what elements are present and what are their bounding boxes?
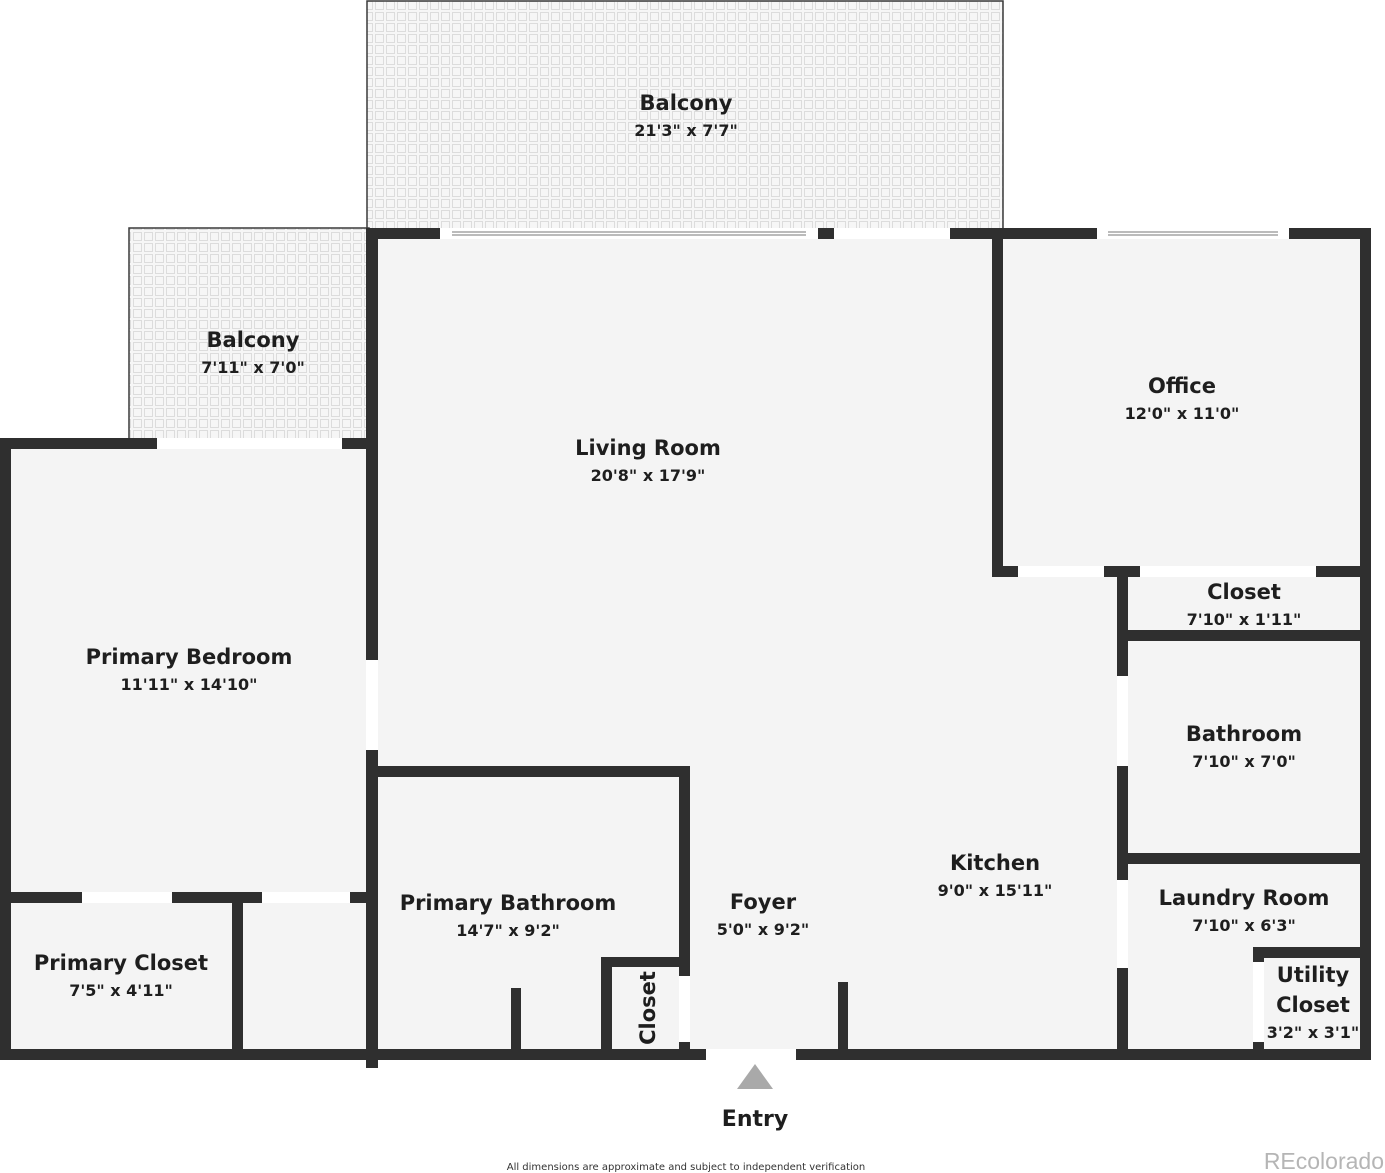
balcony-top-dims: 21'3" x 7'7" (634, 121, 738, 140)
primary-bedroom-name: Primary Bedroom (86, 645, 293, 669)
balcony-left-dims: 7'11" x 7'0" (201, 358, 305, 377)
bathroom-name: Bathroom (1186, 722, 1302, 746)
entry-arrow-icon (737, 1064, 773, 1089)
kitchen-name: Kitchen (950, 851, 1040, 875)
disclaimer-text: All dimensions are approximate and subje… (507, 1162, 866, 1173)
foyer-dims: 5'0" x 9'2" (717, 920, 809, 939)
laundry-room-dims: 7'10" x 6'3" (1192, 916, 1296, 935)
office-dims: 12'0" x 11'0" (1125, 404, 1240, 423)
primary-bathroom-name: Primary Bathroom (400, 891, 617, 915)
walls (0, 228, 1371, 1068)
living-room-dims: 20'8" x 17'9" (591, 466, 706, 485)
balcony-left-area (128, 227, 370, 441)
closet-small-name: Closet (636, 971, 660, 1045)
closet-office-dims: 7'10" x 1'11" (1187, 610, 1302, 629)
foyer-name: Foyer (730, 890, 797, 914)
bathroom-dims: 7'10" x 7'0" (1192, 752, 1296, 771)
utility-closet-name-line1: Utility (1277, 963, 1350, 987)
utility-closet-dims: 3'2" x 3'1" (1267, 1023, 1359, 1042)
kitchen-dims: 9'0" x 15'11" (938, 881, 1053, 900)
utility-closet-name-line2: Closet (1276, 993, 1350, 1017)
office-name: Office (1148, 374, 1216, 398)
balcony-top-area (366, 0, 1004, 230)
living-room-name: Living Room (575, 436, 721, 460)
balcony-left-name: Balcony (207, 328, 300, 352)
balcony-top-name: Balcony (640, 91, 733, 115)
primary-bathroom-dims: 14'7" x 9'2" (456, 921, 560, 940)
interior-floor (0, 228, 1371, 1060)
primary-closet-dims: 7'5" x 4'11" (69, 981, 173, 1000)
openings (82, 228, 1316, 1060)
primary-closet-name: Primary Closet (34, 951, 208, 975)
brand-watermark: REcolorado (1264, 1148, 1384, 1173)
laundry-room-name: Laundry Room (1159, 886, 1330, 910)
entry-label: Entry (722, 1107, 788, 1132)
closet-office-name: Closet (1207, 580, 1281, 604)
primary-bedroom-dims: 11'11" x 14'10" (121, 675, 258, 694)
